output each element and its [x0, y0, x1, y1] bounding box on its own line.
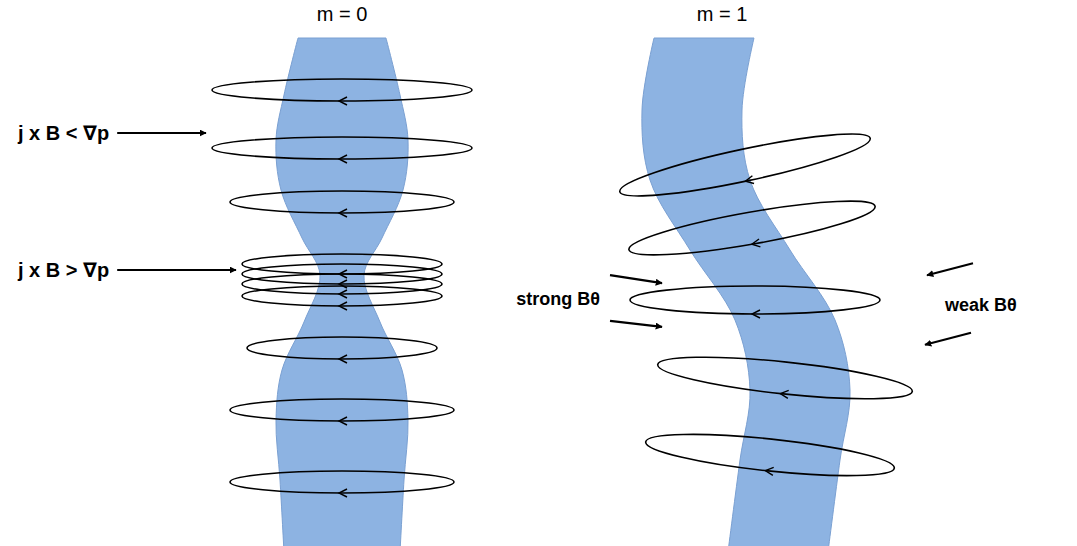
field-ring: [212, 79, 472, 105]
field-line: [626, 191, 878, 266]
field-direction-arrow: [339, 155, 347, 163]
plasma-column: [642, 38, 850, 546]
field-direction-arrow: [745, 176, 754, 185]
field-ring: [656, 349, 914, 412]
field-ring: [644, 426, 896, 488]
field-line: [242, 286, 442, 306]
field-ring: [230, 399, 454, 425]
mode-label: m = 1: [697, 2, 748, 26]
field-direction-arrow: [339, 489, 347, 497]
field-ring: [212, 137, 472, 163]
field-ring: [242, 286, 442, 310]
field-direction-arrow: [752, 310, 760, 318]
field-direction-arrow: [339, 97, 347, 105]
field-line: [230, 191, 454, 213]
force-balance-label: j x B > ∇p: [18, 258, 109, 282]
field-ring: [616, 123, 874, 211]
leader-arrows: [117, 133, 973, 345]
field-ring: [630, 286, 880, 318]
field-line: [656, 349, 914, 408]
field-rings: [212, 79, 914, 497]
field-line: [644, 426, 896, 484]
leader-arrow: [925, 333, 971, 345]
field-ring: [626, 191, 878, 270]
field-direction-arrow: [780, 390, 789, 399]
field-line: [230, 399, 454, 421]
field-ring: [230, 471, 454, 497]
field-line: [616, 123, 873, 208]
field-direction-arrow: [339, 290, 347, 298]
field-line: [247, 337, 437, 359]
field-direction-arrow: [751, 239, 760, 248]
field-ring: [247, 337, 437, 363]
field-direction-arrow: [339, 302, 347, 310]
field-strength-label: strong Bθ: [516, 289, 600, 311]
leader-arrow: [610, 275, 662, 283]
leader-arrow: [927, 263, 973, 275]
field-line: [242, 274, 442, 294]
field-line: [230, 471, 454, 493]
leader-arrow: [117, 132, 206, 134]
field-direction-arrow: [339, 417, 347, 425]
field-direction-arrow: [339, 355, 347, 363]
field-strength-label: weak Bθ: [945, 295, 1017, 317]
field-direction-arrow: [765, 467, 774, 476]
field-ring: [230, 191, 454, 217]
plasma-column: [276, 38, 408, 546]
field-direction-arrow: [339, 209, 347, 217]
leader-arrow: [117, 269, 236, 271]
mode-label: m = 0: [317, 2, 368, 26]
field-line: [630, 286, 880, 314]
leader-arrow: [610, 321, 662, 327]
field-line: [212, 137, 472, 159]
field-line: [212, 79, 472, 101]
field-ring: [242, 264, 442, 288]
force-balance-label: j x B < ∇p: [18, 121, 109, 145]
